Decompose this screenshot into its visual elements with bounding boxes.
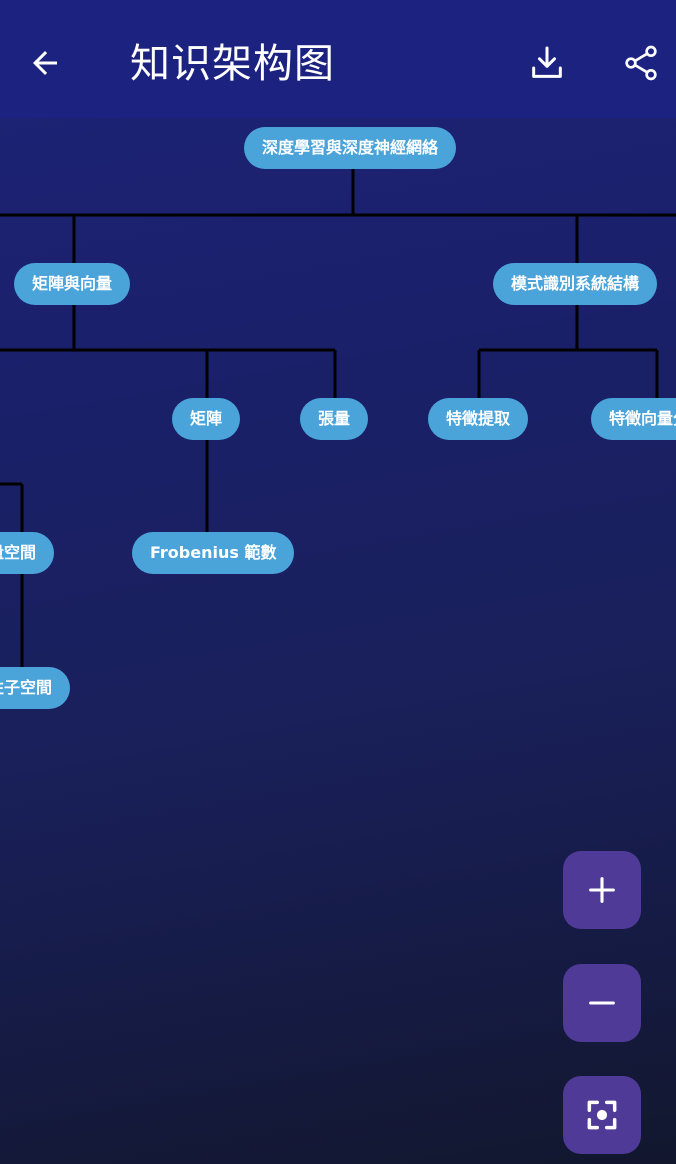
- mindmap-node-feature-extraction[interactable]: 特徵提取: [428, 398, 529, 440]
- mindmap-node-matrix-vector[interactable]: 矩陣與向量: [14, 263, 131, 305]
- zoom-in-button[interactable]: [563, 851, 641, 929]
- page-title: 知识架构图: [130, 41, 335, 87]
- minus-icon: [589, 1001, 615, 1005]
- download-button[interactable]: [524, 40, 570, 86]
- download-icon: [532, 46, 562, 78]
- share-icon: [625, 45, 657, 81]
- mindmap-node-feature-vector[interactable]: 特徵向量分: [591, 398, 676, 440]
- mindmap-node-pattern-recognition[interactable]: 模式識別系統結構: [493, 263, 658, 305]
- back-button[interactable]: [22, 40, 68, 86]
- mindmap-canvas[interactable]: 深度學習與深度神經網絡 矩陣與向量 模式識別系統結構 矩陣 張量 特徵提取 特徵…: [0, 118, 676, 1164]
- mindmap-node-root[interactable]: 深度學習與深度神經網絡: [244, 127, 457, 169]
- mindmap-node-frobenius[interactable]: Frobenius 範數: [132, 532, 295, 574]
- plus-icon: [589, 877, 615, 903]
- share-button[interactable]: [618, 40, 664, 86]
- mindmap-node-matrix[interactable]: 矩陣: [172, 398, 241, 440]
- arrow-left-icon: [33, 51, 57, 75]
- recenter-button[interactable]: [563, 1076, 641, 1154]
- zoom-out-button[interactable]: [563, 964, 641, 1042]
- connector-lines: [0, 168, 676, 668]
- mindmap-node-tensor[interactable]: 張量: [300, 398, 369, 440]
- mindmap-node-subspace[interactable]: 線性子空間: [0, 667, 71, 709]
- focus-center-icon: [587, 1100, 617, 1130]
- app-bar: 知识架构图: [0, 0, 676, 118]
